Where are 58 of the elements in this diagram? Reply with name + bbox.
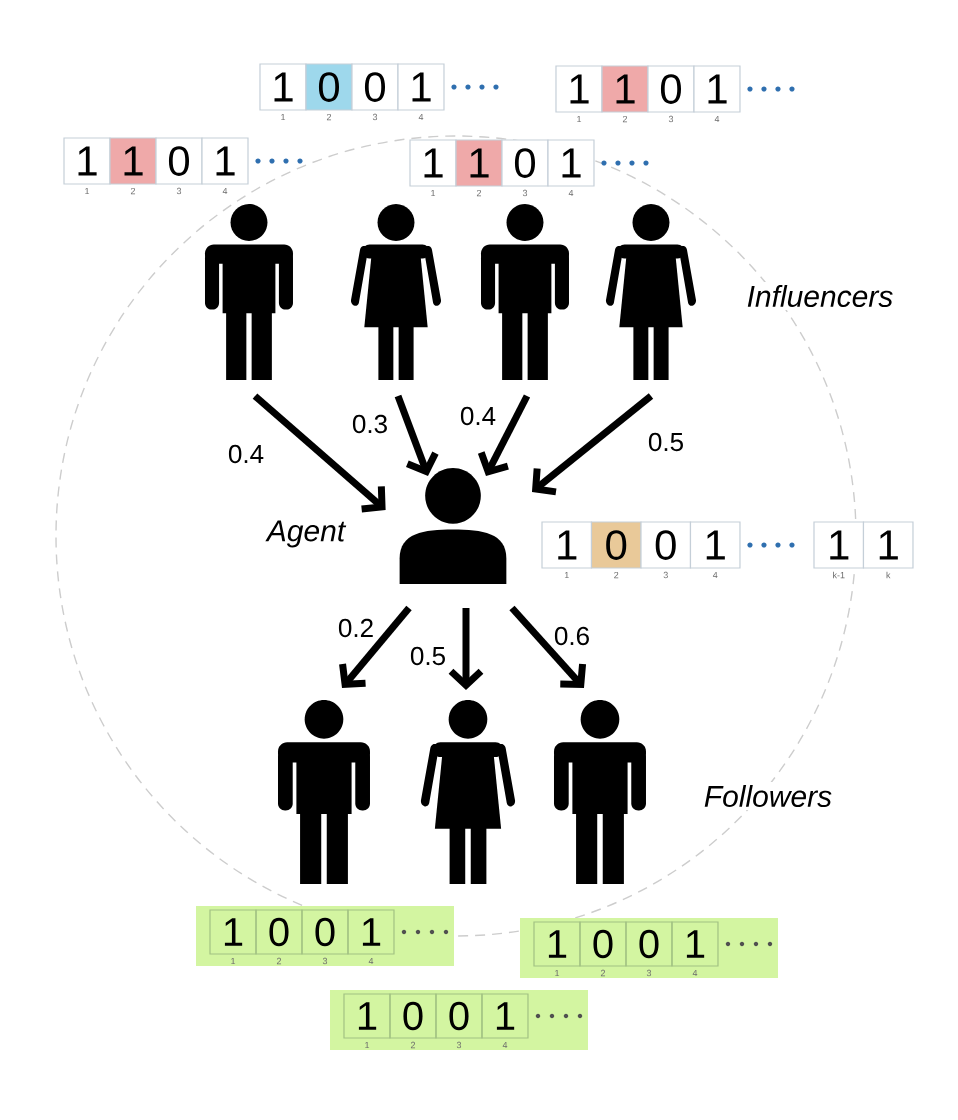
bit-cell: 1 <box>671 921 719 967</box>
edge-label: 0.4 <box>225 442 267 466</box>
bit-cell: 0 <box>155 137 203 185</box>
caption-label: Agent <box>265 520 347 548</box>
bit-cell: 0 <box>255 909 303 955</box>
bit-cell: 1 <box>409 139 457 187</box>
bit-cell: 1 <box>862 521 914 569</box>
bit-cell: 0 <box>579 921 627 967</box>
bit-cell: 1 <box>343 993 391 1039</box>
person-icon <box>420 700 516 884</box>
bit-cell: 1 <box>813 521 865 569</box>
bit-cell: 1 <box>259 63 307 111</box>
bit-cell: 0 <box>590 521 642 569</box>
person-icon <box>554 700 646 884</box>
bit-cell: 1 <box>555 65 603 113</box>
edge-label: 0.2 <box>335 616 377 640</box>
bit-cell: 0 <box>351 63 399 111</box>
bit-cell: 1 <box>109 137 157 185</box>
arrow <box>509 605 587 688</box>
bit-cell: 0 <box>435 993 483 1039</box>
bit-cell: 1 <box>455 139 503 187</box>
edge-label: 0.3 <box>349 412 391 436</box>
bit-cell: 1 <box>481 993 529 1039</box>
bit-cell: 0 <box>640 521 692 569</box>
arrow <box>339 605 412 688</box>
bit-cell: 0 <box>389 993 437 1039</box>
bit-cell: 1 <box>209 909 257 955</box>
bit-cell: 1 <box>533 921 581 967</box>
edge-label: 0.5 <box>645 430 687 454</box>
person-icon <box>481 204 569 380</box>
arrow <box>531 393 654 496</box>
group-label: Followers <box>700 782 836 810</box>
bit-cell: 0 <box>647 65 695 113</box>
bit-cell: 0 <box>305 63 353 111</box>
bit-cell: 1 <box>397 63 445 111</box>
arrow <box>448 608 484 690</box>
arrow <box>394 394 439 476</box>
bit-cell: 0 <box>501 139 549 187</box>
bit-cell: 1 <box>201 137 249 185</box>
bit-cell: 1 <box>547 139 595 187</box>
bit-cell: 1 <box>541 521 593 569</box>
bit-cell: 0 <box>625 921 673 967</box>
arrow <box>252 393 386 513</box>
edge-label: 0.4 <box>457 404 499 428</box>
edge-label: 0.6 <box>551 624 593 648</box>
bit-cell: 1 <box>693 65 741 113</box>
bit-cell: 1 <box>347 909 395 955</box>
bit-cell: 1 <box>63 137 111 185</box>
bit-cell: 1 <box>689 521 741 569</box>
bit-cell: 0 <box>301 909 349 955</box>
group-label: Influencers <box>743 282 897 311</box>
person-icon <box>278 700 370 884</box>
edge-label: 0.5 <box>407 644 449 668</box>
person-icon <box>605 204 697 380</box>
person-icon <box>205 204 293 380</box>
person-icon <box>350 204 442 380</box>
bit-cell: 1 <box>601 65 649 113</box>
arrow <box>477 394 531 476</box>
